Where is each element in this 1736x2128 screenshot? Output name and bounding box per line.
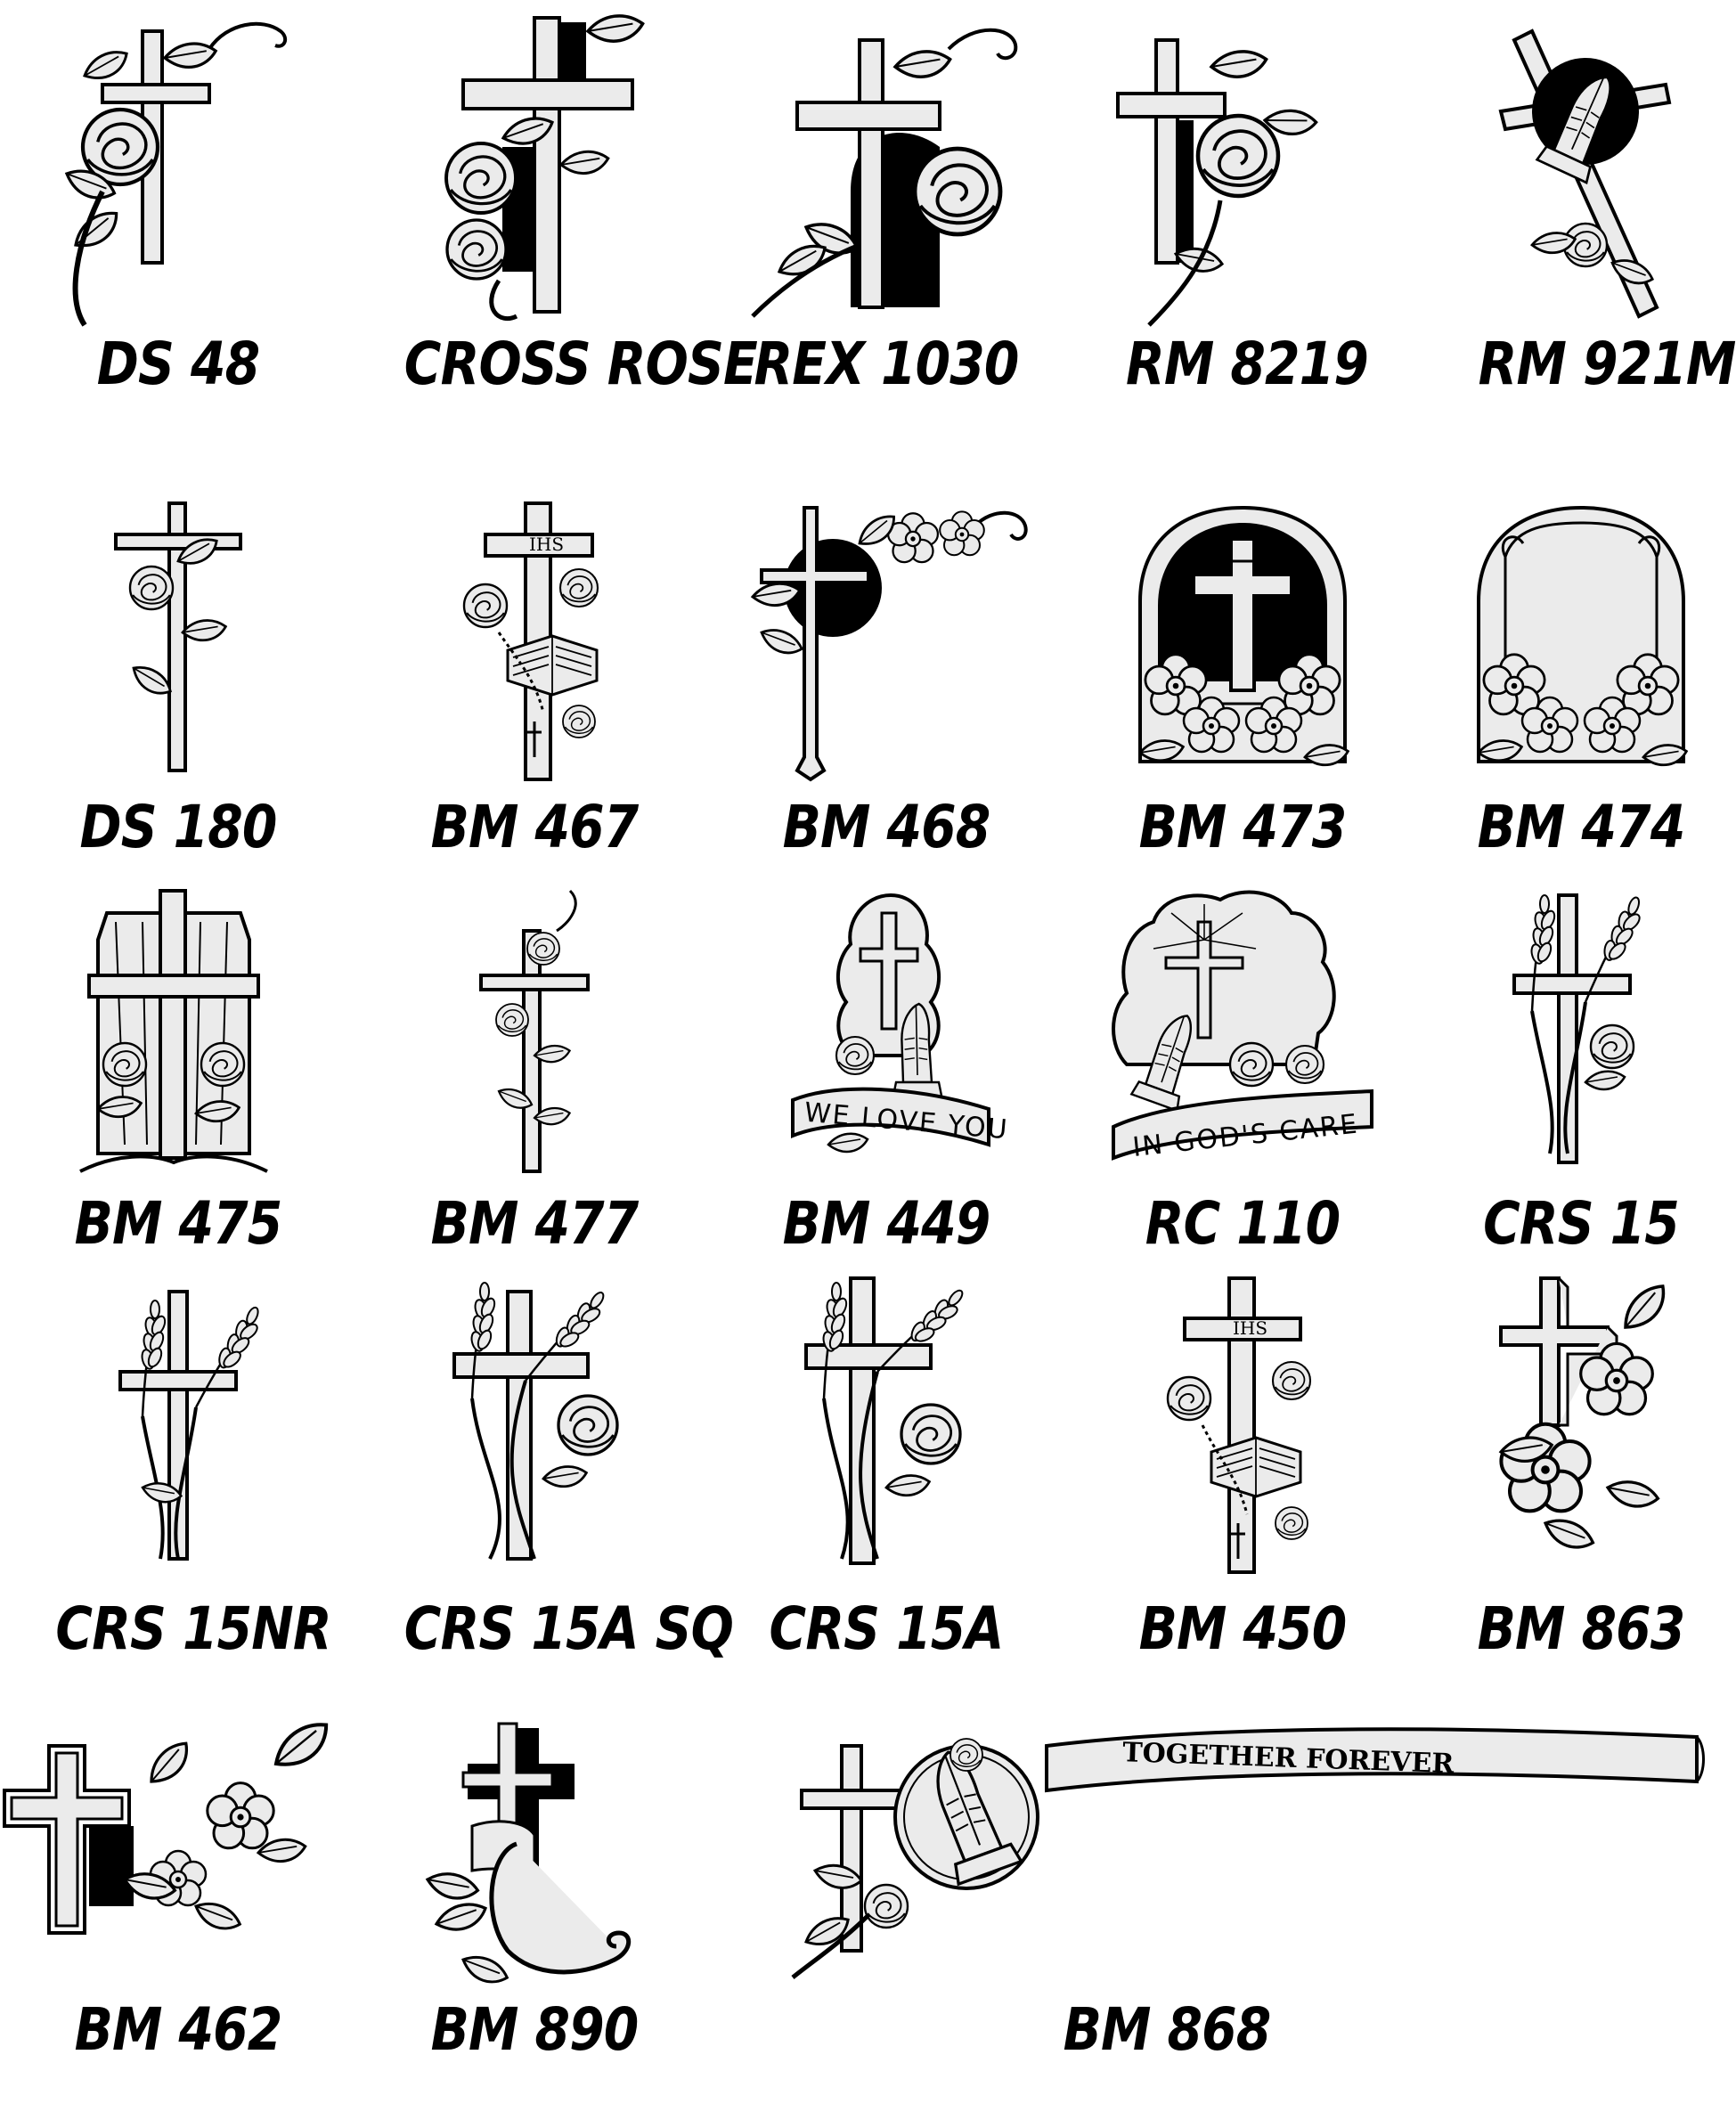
cross-rosary-book-artwork: IHS bbox=[445, 499, 623, 784]
design-bm-868: TOGETHER FOREVER BM 868 bbox=[775, 1719, 1710, 2128]
cross-hands-banner-artwork: TOGETHER FOREVER bbox=[788, 1719, 1706, 1986]
design-code: BM 868 bbox=[1063, 1995, 1272, 2064]
design-rm-921m: RM 921M bbox=[1461, 13, 1736, 423]
design-code: CRS 15A bbox=[769, 1594, 1005, 1663]
design-rm-8219: RM 8219 bbox=[1096, 13, 1398, 423]
cross-vine-artwork bbox=[472, 886, 597, 1189]
cross-rose-artwork bbox=[726, 22, 1047, 334]
cross-rose-artwork bbox=[419, 13, 668, 334]
design-bm-475: BM 475 bbox=[36, 886, 321, 1269]
cross-rose-artwork bbox=[1113, 22, 1381, 334]
arch-flowers-artwork bbox=[1461, 503, 1701, 784]
design-code: BM 462 bbox=[74, 1995, 283, 2064]
design-bm-473: BM 473 bbox=[1096, 499, 1390, 873]
design-crs-15a: CRS 15A bbox=[726, 1274, 1047, 1684]
design-code: CRS 15 bbox=[1483, 1189, 1680, 1258]
cross-wheat-artwork bbox=[107, 1274, 269, 1577]
cross-wheat-rose-artwork bbox=[1505, 886, 1650, 1171]
design-code: BM 863 bbox=[1477, 1594, 1686, 1663]
design-code: RC 110 bbox=[1145, 1189, 1341, 1258]
design-ds-48: DS 48 bbox=[36, 13, 321, 423]
design-bm-467: IHS BM 467 bbox=[383, 499, 686, 873]
design-crs-15: CRS 15 bbox=[1452, 886, 1710, 1269]
design-rex-1030: REX 1030 bbox=[726, 13, 1047, 423]
design-code: DS 180 bbox=[79, 793, 277, 861]
design-code: CRS 15NR bbox=[55, 1594, 331, 1663]
cross-rosary-book-artwork: IHS bbox=[1149, 1274, 1336, 1577]
ihs-inscription: IHS bbox=[1233, 1317, 1267, 1339]
window-cross-roses-artwork bbox=[62, 886, 285, 1189]
design-code: BM 474 bbox=[1477, 793, 1686, 861]
cross-praying-hands-artwork bbox=[1496, 22, 1675, 334]
cross-rose-corner-artwork bbox=[49, 13, 334, 334]
design-bm-468: BM 468 bbox=[726, 499, 1047, 873]
design-code: RM 921M bbox=[1478, 330, 1736, 398]
design-code: BM 475 bbox=[74, 1189, 283, 1258]
cross-wheat-rose-artwork bbox=[788, 1274, 984, 1577]
cross-floral-corner-artwork bbox=[744, 499, 1038, 784]
cross-wheat-rose-artwork bbox=[436, 1274, 632, 1577]
design-code: CROSS ROSE bbox=[403, 330, 758, 398]
design-bm-890: BM 890 bbox=[383, 1719, 686, 2128]
design-code: BM 450 bbox=[1138, 1594, 1348, 1663]
cloud-cross-hands-banner-artwork: WE LOVE YOU bbox=[784, 886, 1010, 1171]
design-code: BM 890 bbox=[430, 1995, 640, 2064]
design-bm-450: IHS BM 450 bbox=[1096, 1274, 1390, 1684]
cloud-cross-hands-scroll-artwork: IN GOD'S CARE bbox=[1100, 886, 1385, 1171]
design-crs-15a-sq: CRS 15A SQ bbox=[383, 1274, 734, 1684]
cross-dogwood-artwork bbox=[1492, 1274, 1679, 1577]
design-bm-474: BM 474 bbox=[1452, 499, 1710, 873]
design-code: BM 449 bbox=[782, 1189, 991, 1258]
design-ds-180: DS 180 bbox=[36, 499, 321, 873]
design-bm-477: BM 477 bbox=[383, 886, 686, 1269]
design-code: CRS 15A SQ bbox=[403, 1594, 734, 1663]
ihs-inscription: IHS bbox=[529, 534, 564, 555]
cross-rose-artwork bbox=[98, 499, 258, 784]
design-code: REX 1030 bbox=[754, 330, 1019, 398]
design-bm-863: BM 863 bbox=[1452, 1274, 1710, 1684]
design-code: BM 477 bbox=[430, 1189, 640, 1258]
design-code: DS 48 bbox=[96, 330, 260, 398]
cross-scroll-artwork bbox=[410, 1719, 659, 1993]
design-crs-15nr: CRS 15NR bbox=[36, 1274, 332, 1684]
design-bm-449: WE LOVE YOU BM 449 bbox=[726, 886, 1047, 1269]
design-code: BM 468 bbox=[782, 793, 991, 861]
design-bm-462: BM 462 bbox=[0, 1719, 356, 2128]
design-code: RM 8219 bbox=[1126, 330, 1369, 398]
design-rc-110: IN GOD'S CARE RC 110 bbox=[1096, 886, 1390, 1269]
arch-cross-flowers-artwork bbox=[1122, 503, 1363, 784]
cross-floral-spray-artwork bbox=[0, 1719, 356, 1986]
design-code: BM 467 bbox=[430, 793, 640, 861]
design-cross-rose: CROSS ROSE bbox=[383, 13, 758, 423]
design-code: BM 473 bbox=[1138, 793, 1348, 861]
